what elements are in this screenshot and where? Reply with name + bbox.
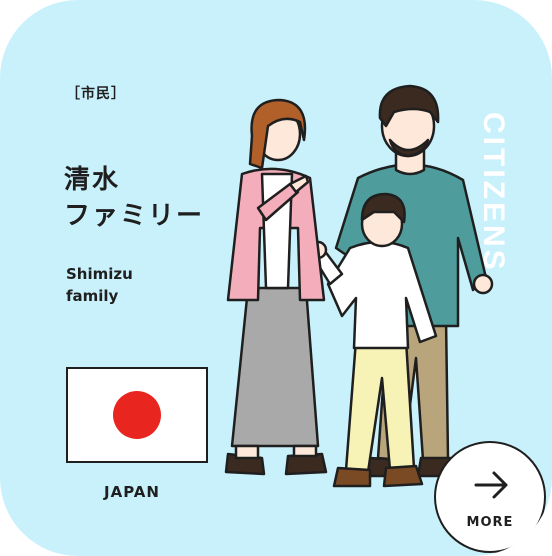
family-name-japanese-line1: 清水 — [64, 165, 121, 195]
family-name-english: Shimizu family — [66, 263, 133, 307]
family-illustration — [224, 84, 494, 488]
country-label: JAPAN — [104, 483, 160, 501]
family-name-english-line2: family — [66, 287, 119, 305]
category-tag: ［市民］ — [66, 86, 126, 102]
son-figure — [308, 192, 438, 488]
citizens-vertical-label: CITIZENS — [477, 112, 510, 273]
more-label: MORE — [466, 515, 514, 530]
mother-figure — [224, 98, 328, 476]
family-name-japanese-line2: ファミリー — [64, 201, 205, 231]
more-button[interactable]: MORE — [434, 441, 546, 553]
family-name-english-line1: Shimizu — [66, 265, 133, 283]
flag-red-disc — [113, 391, 161, 439]
japan-flag-icon — [66, 367, 208, 463]
family-name-japanese: 清水 ファミリー — [64, 162, 204, 234]
arrow-right-icon — [474, 471, 508, 499]
